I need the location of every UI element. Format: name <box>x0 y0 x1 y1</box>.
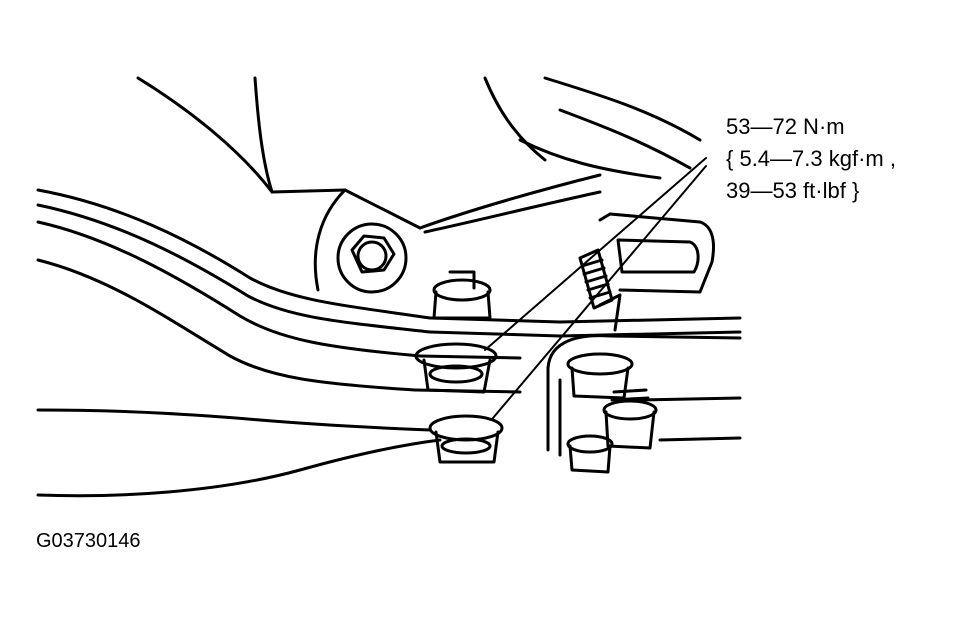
torque-spec-ftlbf: 39—53 ft·lbf } <box>726 178 860 203</box>
flange-nut-upper-left <box>432 270 492 320</box>
torque-spec-kgfm: { 5.4—7.3 kgf·m , <box>726 146 896 171</box>
flange-nut-right-middle <box>602 388 658 450</box>
flange-nut-lower-left <box>428 414 504 464</box>
lower-control-arm <box>36 188 742 498</box>
bracket-plate <box>546 212 742 457</box>
crossmember-outline <box>136 76 702 292</box>
figure-id: G03730146 <box>36 530 141 552</box>
torque-spec-nm: 53—72 N·m <box>726 114 845 139</box>
flange-nut-right-lower <box>566 434 614 474</box>
flange-nut-middle-left <box>414 342 498 394</box>
threaded-stud <box>578 248 614 310</box>
callout-leader-lines <box>484 157 707 419</box>
mounting-bolt <box>336 222 408 294</box>
flange-nut-right-upper <box>566 352 634 400</box>
